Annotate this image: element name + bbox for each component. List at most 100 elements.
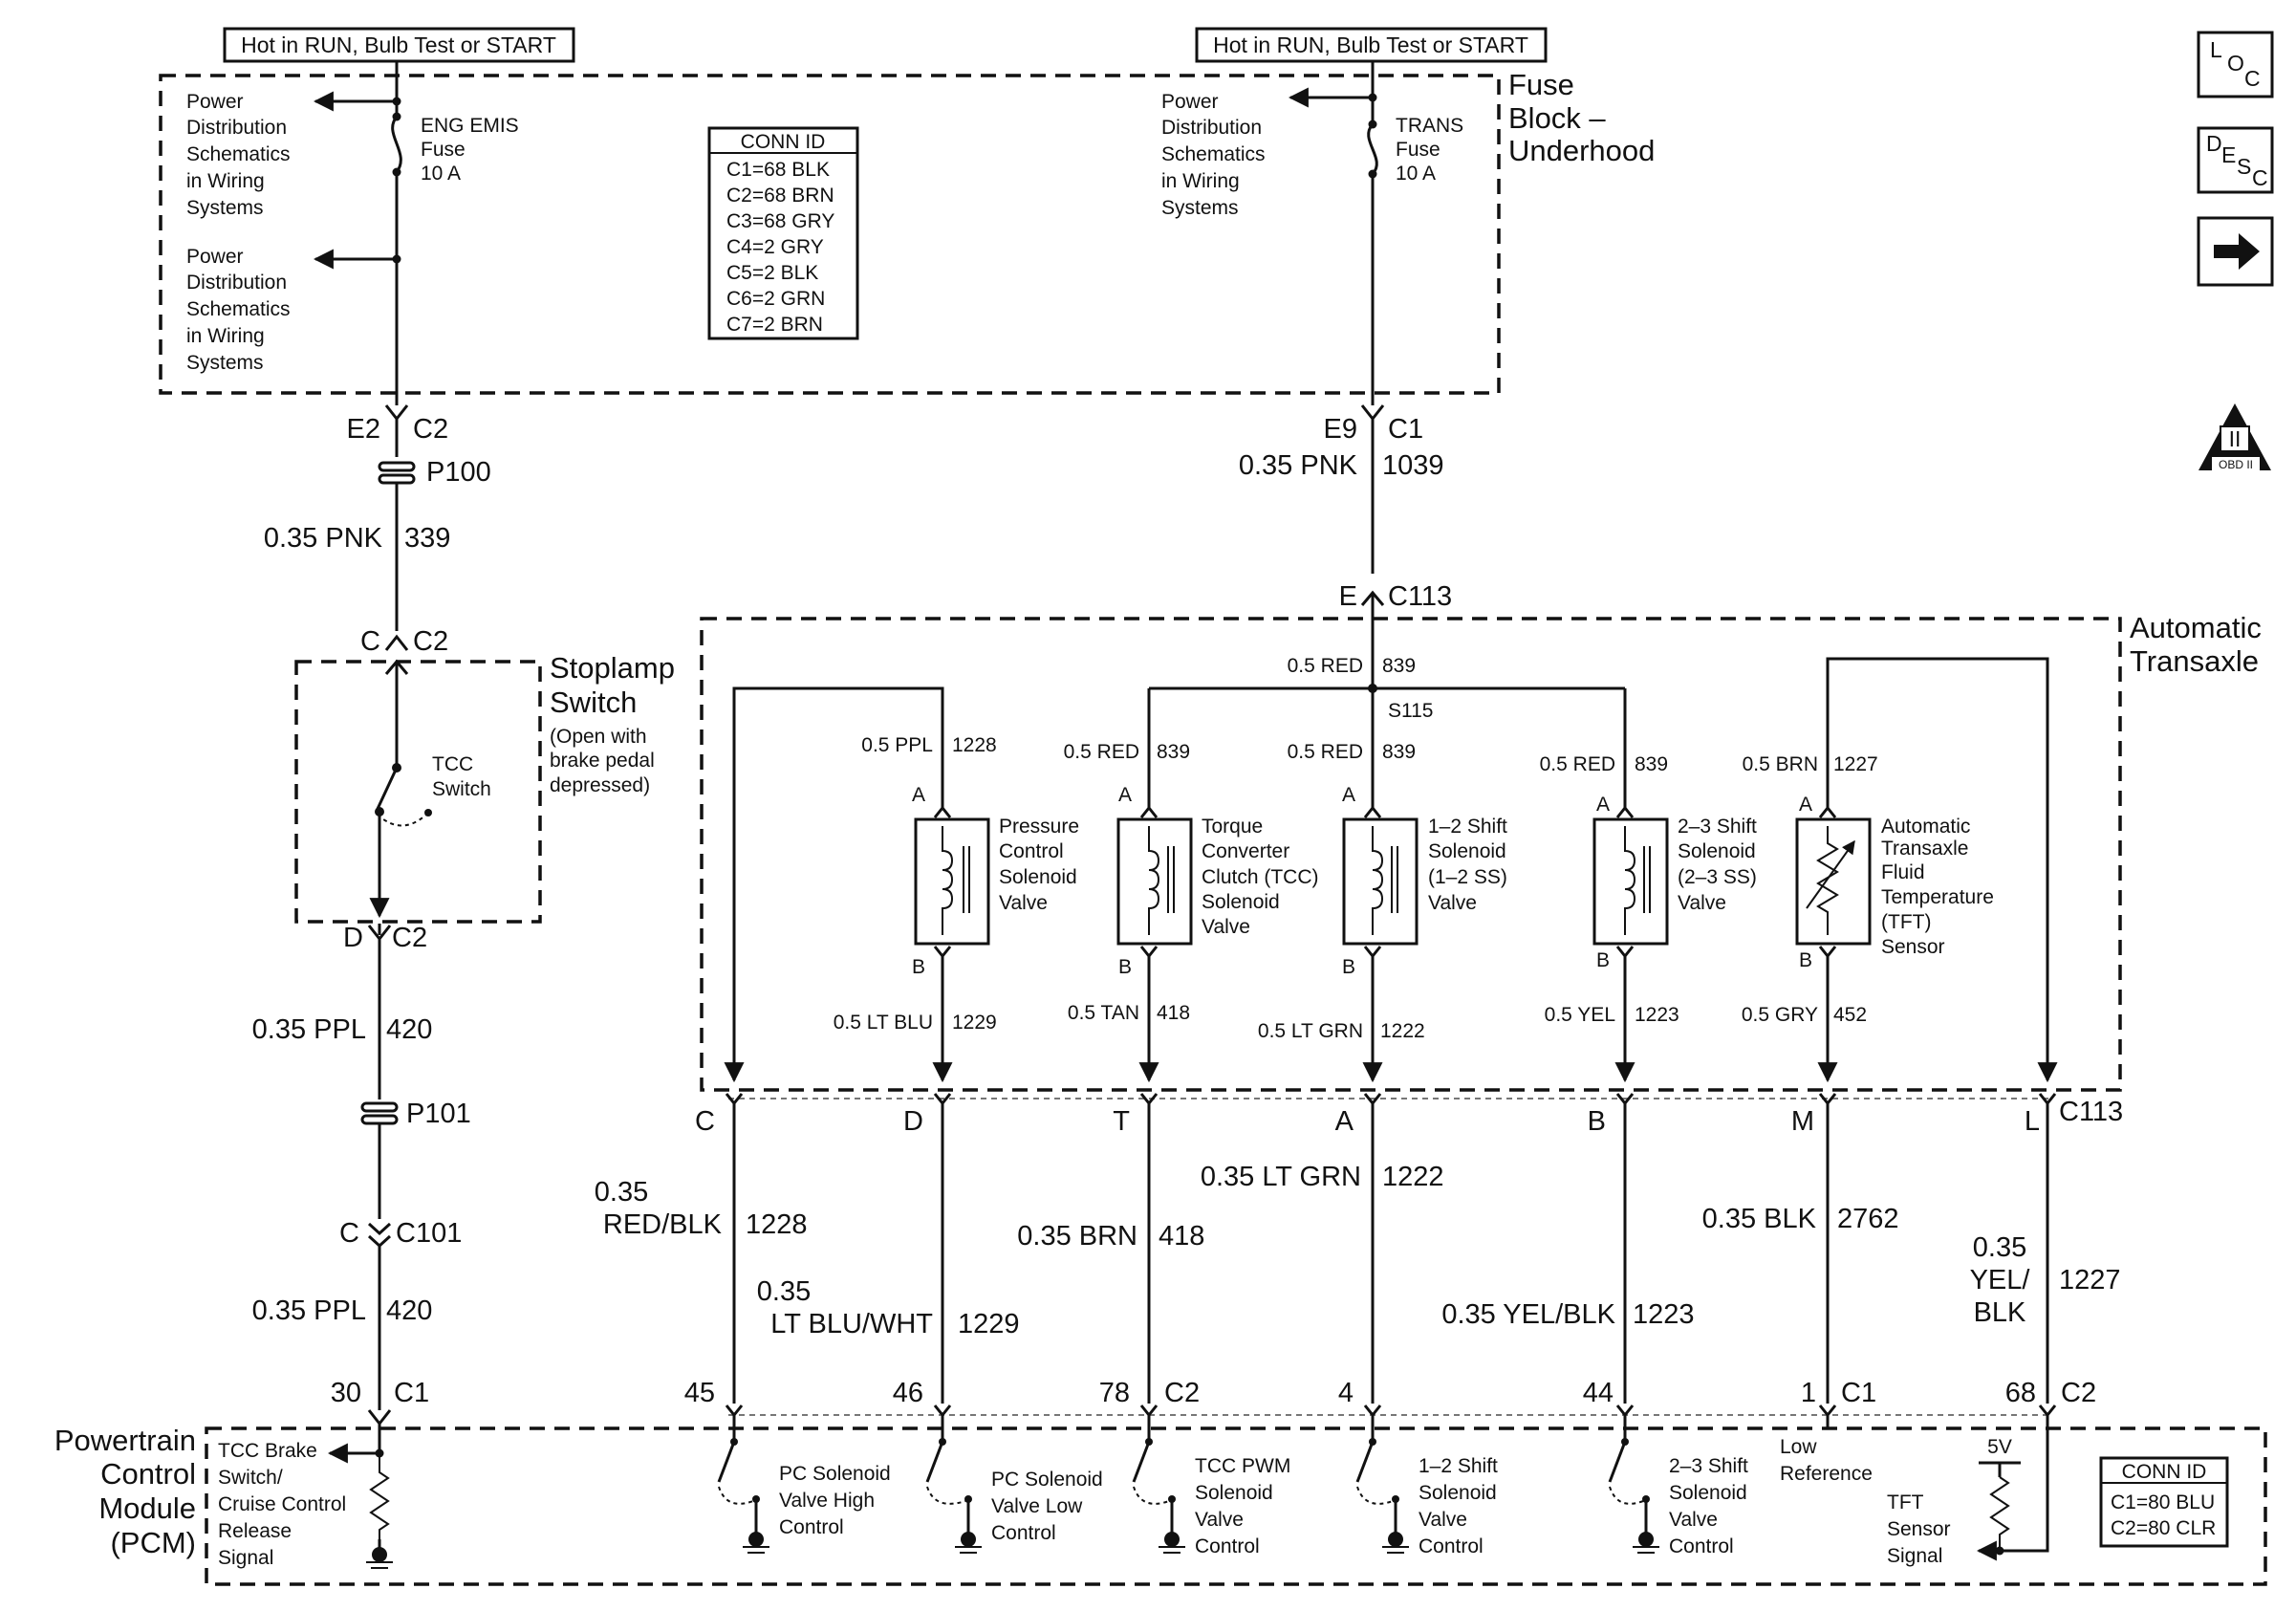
svg-text:YEL/: YEL/ — [1970, 1265, 2031, 1295]
svg-text:418: 418 — [1157, 1002, 1190, 1024]
svg-text:Solenoid: Solenoid — [1195, 1482, 1273, 1504]
svg-text:Reference: Reference — [1780, 1463, 1873, 1485]
svg-text:A: A — [1596, 794, 1610, 816]
pin-c: C — [360, 626, 380, 657]
svg-text:C2=80 CLR: C2=80 CLR — [2111, 1517, 2216, 1539]
svg-text:0.5 LT GRN: 0.5 LT GRN — [1258, 1020, 1363, 1042]
svg-text:C1: C1 — [1841, 1378, 1876, 1408]
wire-339-number: 339 — [404, 523, 450, 554]
svg-text:Transaxle: Transaxle — [1881, 838, 1968, 860]
svg-text:TFT: TFT — [1887, 1491, 1924, 1513]
tcc-solenoid: 0.5 RED 839 A B Torque Converter Clutch … — [1064, 741, 1319, 1024]
svg-text:ENG EMIS: ENG EMIS — [421, 115, 519, 137]
power-distribution-note-a: Power Distribution Schematics in Wiring … — [186, 91, 291, 219]
svg-text:PC Solenoid: PC Solenoid — [991, 1469, 1103, 1491]
svg-text:Schematics: Schematics — [186, 298, 291, 320]
svg-text:Valve: Valve — [1678, 892, 1726, 914]
wire-420-size-b: 0.35 PPL — [252, 1295, 366, 1326]
svg-text:0.35 YEL/BLK: 0.35 YEL/BLK — [1441, 1299, 1615, 1330]
svg-text:in Wiring: in Wiring — [186, 170, 265, 192]
svg-text:418: 418 — [1159, 1221, 1204, 1252]
svg-text:(Open with: (Open with — [550, 726, 647, 748]
svg-text:Transaxle: Transaxle — [2130, 644, 2259, 678]
svg-text:A: A — [1342, 784, 1355, 806]
power-distribution-note-c: Power Distribution Schematics in Wiring … — [1161, 91, 1266, 219]
svg-text:5V: 5V — [1987, 1436, 2012, 1458]
svg-text:C4=2 GRY: C4=2 GRY — [726, 236, 824, 258]
svg-text:Clutch (TCC): Clutch (TCC) — [1202, 866, 1319, 888]
svg-text:78: 78 — [1099, 1378, 1130, 1408]
svg-text:839: 839 — [1382, 741, 1416, 763]
svg-text:C2: C2 — [1164, 1378, 1200, 1408]
svg-text:0.5 YEL: 0.5 YEL — [1545, 1004, 1615, 1026]
svg-text:Systems: Systems — [1161, 197, 1239, 219]
svg-text:Control: Control — [100, 1457, 196, 1491]
svg-text:Hot in RUN, Bulb Test or START: Hot in RUN, Bulb Test or START — [1213, 33, 1528, 57]
svg-text:CONN ID: CONN ID — [2122, 1461, 2207, 1483]
wire-418-label: 0.35 BRN 418 — [1017, 1221, 1204, 1252]
svg-text:S: S — [2237, 154, 2251, 179]
svg-text:10 A: 10 A — [421, 163, 461, 185]
svg-text:L: L — [2210, 37, 2222, 62]
svg-text:TCC: TCC — [432, 753, 473, 775]
eng-emis-fuse-icon — [391, 112, 402, 177]
wire-1222-label: 0.35 LT GRN 1222 — [1201, 1162, 1444, 1192]
svg-text:Valve Low: Valve Low — [991, 1495, 1083, 1517]
tft-pullup-circuit: 5V — [1976, 1415, 2049, 1561]
svg-text:2–3 Shift: 2–3 Shift — [1669, 1455, 1748, 1477]
hot-label-right: Hot in RUN, Bulb Test or START — [1195, 27, 1548, 63]
pull-up-resistor-icon — [369, 1453, 390, 1539]
svg-text:Fluid: Fluid — [1881, 861, 1925, 883]
svg-text:Cruise Control: Cruise Control — [218, 1493, 346, 1515]
svg-text:0.5 GRY: 0.5 GRY — [1742, 1004, 1818, 1026]
svg-text:D: D — [2206, 131, 2222, 156]
svg-text:1228: 1228 — [746, 1209, 808, 1240]
low-reference-label: Low Reference — [1780, 1436, 1873, 1485]
connector-c1-left: C1 — [394, 1378, 429, 1408]
svg-text:0.5 RED: 0.5 RED — [1288, 741, 1363, 763]
svg-text:C: C — [695, 1106, 715, 1137]
svg-text:1227: 1227 — [1833, 753, 1878, 775]
wire-339-size: 0.35 PNK — [264, 523, 383, 554]
desc-button[interactable]: D E S C — [2197, 126, 2274, 194]
pc-high-label: PC Solenoid Valve High Control — [779, 1463, 891, 1538]
svg-text:Distribution: Distribution — [186, 117, 287, 139]
svg-text:Distribution: Distribution — [1161, 117, 1262, 139]
svg-text:Power: Power — [186, 91, 244, 113]
pc-high-driver-icon — [717, 1415, 769, 1554]
tft-sensor: 0.5 BRN 1227 A B Automatic Transaxle Flu… — [1742, 753, 1994, 1026]
svg-text:0.5 RED: 0.5 RED — [1064, 741, 1139, 763]
wire-1227-label: 0.35 YEL/ BLK 1227 — [1970, 1232, 2121, 1328]
shift-solenoid-1-2: 0.5 RED 839 A B 1–2 Shift Solenoid (1–2 … — [1258, 741, 1507, 1042]
svg-text:Systems: Systems — [186, 197, 264, 219]
svg-text:B: B — [1118, 956, 1132, 978]
svg-text:2762: 2762 — [1837, 1204, 1899, 1234]
svg-text:Valve High: Valve High — [779, 1490, 875, 1512]
tft-signal-label: TFT Sensor Signal — [1887, 1491, 1951, 1567]
svg-text:E: E — [2221, 142, 2236, 167]
loc-button[interactable]: L O C — [2197, 31, 2274, 98]
svg-text:C3=68 GRY: C3=68 GRY — [726, 210, 834, 232]
c113-pin-row: C D T A B M L C113 — [695, 1093, 2123, 1137]
next-arrow-button[interactable] — [2197, 216, 2274, 287]
wire-1223-label: 0.35 YEL/BLK 1223 — [1441, 1299, 1694, 1330]
tcc-pwm-driver-icon — [1132, 1415, 1185, 1554]
transaxle-title: Automatic Transaxle — [2130, 611, 2262, 678]
svg-text:T: T — [1113, 1106, 1130, 1137]
connector-c101: C101 — [396, 1218, 462, 1249]
svg-text:A: A — [1335, 1106, 1354, 1137]
pcm-pin-row: 45 46 78 C2 4 44 1 C1 68 C2 — [684, 1378, 2096, 1418]
svg-text:Pressure: Pressure — [999, 816, 1079, 838]
svg-text:C1=80 BLU: C1=80 BLU — [2111, 1491, 2215, 1513]
svg-text:Fuse: Fuse — [1508, 68, 1574, 101]
svg-text:(2–3 SS): (2–3 SS) — [1678, 866, 1757, 888]
svg-text:A: A — [1799, 794, 1812, 816]
svg-text:O: O — [2227, 51, 2244, 76]
s115-label: S115 — [1388, 700, 1434, 722]
svg-text:Distribution: Distribution — [186, 272, 287, 294]
svg-text:Fuse: Fuse — [421, 139, 466, 161]
svg-text:B: B — [1342, 956, 1355, 978]
ground-icon-tcc-brake — [366, 1539, 393, 1569]
svg-text:D: D — [903, 1106, 923, 1137]
svg-text:Solenoid: Solenoid — [1678, 840, 1756, 862]
